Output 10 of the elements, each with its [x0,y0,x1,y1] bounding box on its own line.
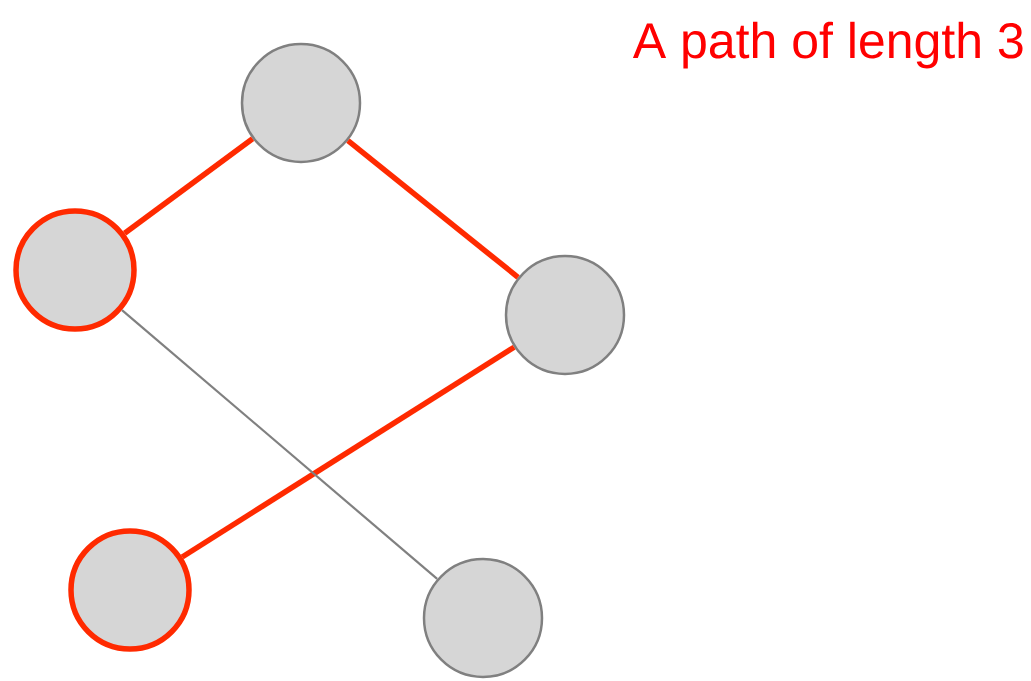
title: A path of length 3 [632,21,1023,69]
highlighted-vertex [68,528,192,652]
path-edge [180,344,516,560]
path-edge [346,138,520,280]
highlighted-vertex [13,208,137,332]
vertex-circle [240,42,362,164]
vertex-circle [504,254,626,376]
vertex-circle [422,557,544,679]
graph-edge [121,309,438,580]
path-edge [123,136,255,236]
